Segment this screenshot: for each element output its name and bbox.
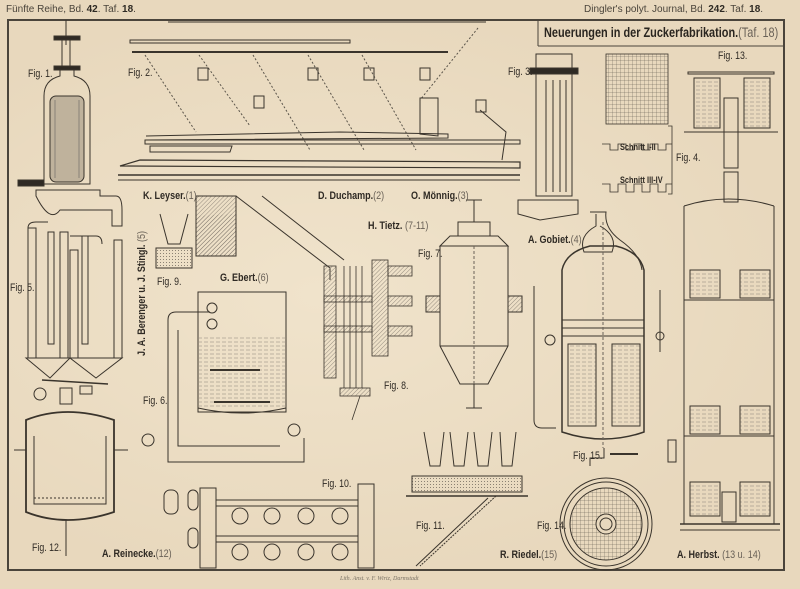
fig15-drawing (533, 211, 665, 466)
fig-label-14: Fig. 14. (537, 520, 567, 532)
inventor-ref: (7-11) (404, 220, 429, 232)
inventor-ref: (5) (136, 231, 148, 243)
fig-label-4: Fig. 4. (676, 152, 701, 164)
fig12-drawing (14, 385, 128, 556)
fig-label-11: Fig. 11. (416, 520, 445, 532)
fig-label-7: Fig. 7. (418, 248, 443, 260)
fig9-drawing (155, 213, 193, 269)
header-left-sep: . Taf. (97, 4, 120, 15)
inventor-ref: (1) (185, 190, 197, 202)
header-left: Fünfte Reihe, Bd. 42. Taf. 18. (6, 4, 136, 15)
fig-label-1: Fig. 1. (28, 68, 53, 80)
inventor-ref: (6) (257, 272, 269, 284)
plate-title-ref: (Taf. 18) (738, 24, 779, 40)
inventor-tietz: H. Tietz. (7-11) (368, 220, 428, 232)
fig-label-6: Fig. 6. (143, 395, 168, 407)
fig6-drawing (141, 195, 345, 463)
fig-label-15: Fig. 15. (573, 450, 603, 462)
section-label-1-2: Schnitt I-II (620, 142, 656, 152)
inventor-name: J. A. Berenger u. J. Stingl. (136, 244, 148, 356)
fig13-drawing (684, 71, 778, 203)
fig10-cocks (231, 507, 349, 561)
header-left-prefix: Fünfte Reihe, Bd. (6, 4, 84, 15)
fig1-drawing (17, 20, 123, 227)
inventor-ref: (2) (373, 190, 385, 202)
inventor-ref: (4) (570, 234, 582, 246)
fig-label-3: Fig. 3. (508, 66, 533, 78)
inventor-ref: (13 u. 14) (722, 549, 761, 561)
fig-label-12: Fig. 12. (32, 542, 62, 554)
header-right-prefix: Dingler's polyt. Journal, Bd. (584, 4, 706, 15)
inventor-name: K. Leyser. (143, 190, 186, 202)
inventor-ref: (15) (541, 549, 558, 561)
fig4-drawing (602, 53, 673, 195)
inventor-herbst: A. Herbst. (13 u. 14) (677, 549, 761, 561)
inventor-name: D. Duchamp. (318, 190, 374, 202)
inventor-ebert: G. Ebert.(6) (220, 272, 269, 284)
fig5-drawing (24, 221, 124, 385)
inventor-name: A. Gobiet. (528, 234, 571, 246)
inventor-reinecke: A. Reinecke.(12) (102, 548, 172, 560)
fig-label-10: Fig. 10. (322, 478, 352, 490)
inventor-moennig: O. Mönnig.(3) (411, 190, 469, 202)
header-left-volume: 42 (86, 4, 98, 15)
inventor-ref: (12) (155, 548, 172, 560)
header-right-plate: 18 (749, 4, 761, 15)
fig-label-8: Fig. 8. (384, 380, 409, 392)
fig11-drawing (406, 431, 528, 567)
header-left-plate: 18 (122, 4, 134, 15)
inventor-name: A. Herbst. (677, 549, 720, 561)
fig10-drawing (163, 483, 375, 569)
fig-label-2: Fig. 2. (128, 67, 153, 79)
fig2-drawing (118, 21, 521, 181)
inventor-leyser: K. Leyser.(1) (143, 190, 197, 202)
fig-label-13: Fig. 13. (718, 50, 748, 62)
header-right-volume: 242 (708, 4, 725, 15)
inventor-name: R. Riedel. (500, 549, 542, 561)
fig7-drawing (425, 199, 523, 409)
plate-title: Neuerungen in der Zuckerfabrikation.(Taf… (544, 24, 778, 40)
header-right-end: . (760, 4, 764, 15)
header-right: Dingler's polyt. Journal, Bd. 242. Taf. … (584, 4, 763, 15)
inventor-name: A. Reinecke. (102, 548, 156, 560)
herbst-column-drawing (667, 198, 780, 531)
inventor-name: H. Tietz. (368, 220, 403, 232)
inventor-ref: (3) (457, 190, 469, 202)
plate-frame (7, 19, 785, 571)
fig3-drawing (517, 53, 579, 221)
inventor-name: G. Ebert. (220, 272, 258, 284)
inventor-duchamp: D. Duchamp.(2) (318, 190, 384, 202)
fig-label-9: Fig. 9. (157, 276, 182, 288)
lithographer-credit: Lith. Anst. v. F. Wirtz, Darmstadt (340, 576, 419, 582)
plate-title-main: Neuerungen in der Zuckerfabrikation. (544, 24, 739, 40)
header-left-end: . (133, 4, 136, 15)
header-right-sep: . Taf. (724, 4, 747, 15)
fig14-drawing (559, 477, 653, 571)
section-label-3-4: Schnitt III-IV (620, 175, 663, 185)
inventor-name: O. Mönnig. (411, 190, 458, 202)
inventor-berenger-stingl: J. A. Berenger u. J. Stingl. (5) (136, 231, 148, 356)
fig8-drawing (323, 259, 413, 421)
inventor-gobiet: A. Gobiet.(4) (528, 234, 582, 246)
fig-label-5: Fig. 5. (10, 282, 35, 294)
inventor-riedel: R. Riedel.(15) (500, 549, 557, 561)
